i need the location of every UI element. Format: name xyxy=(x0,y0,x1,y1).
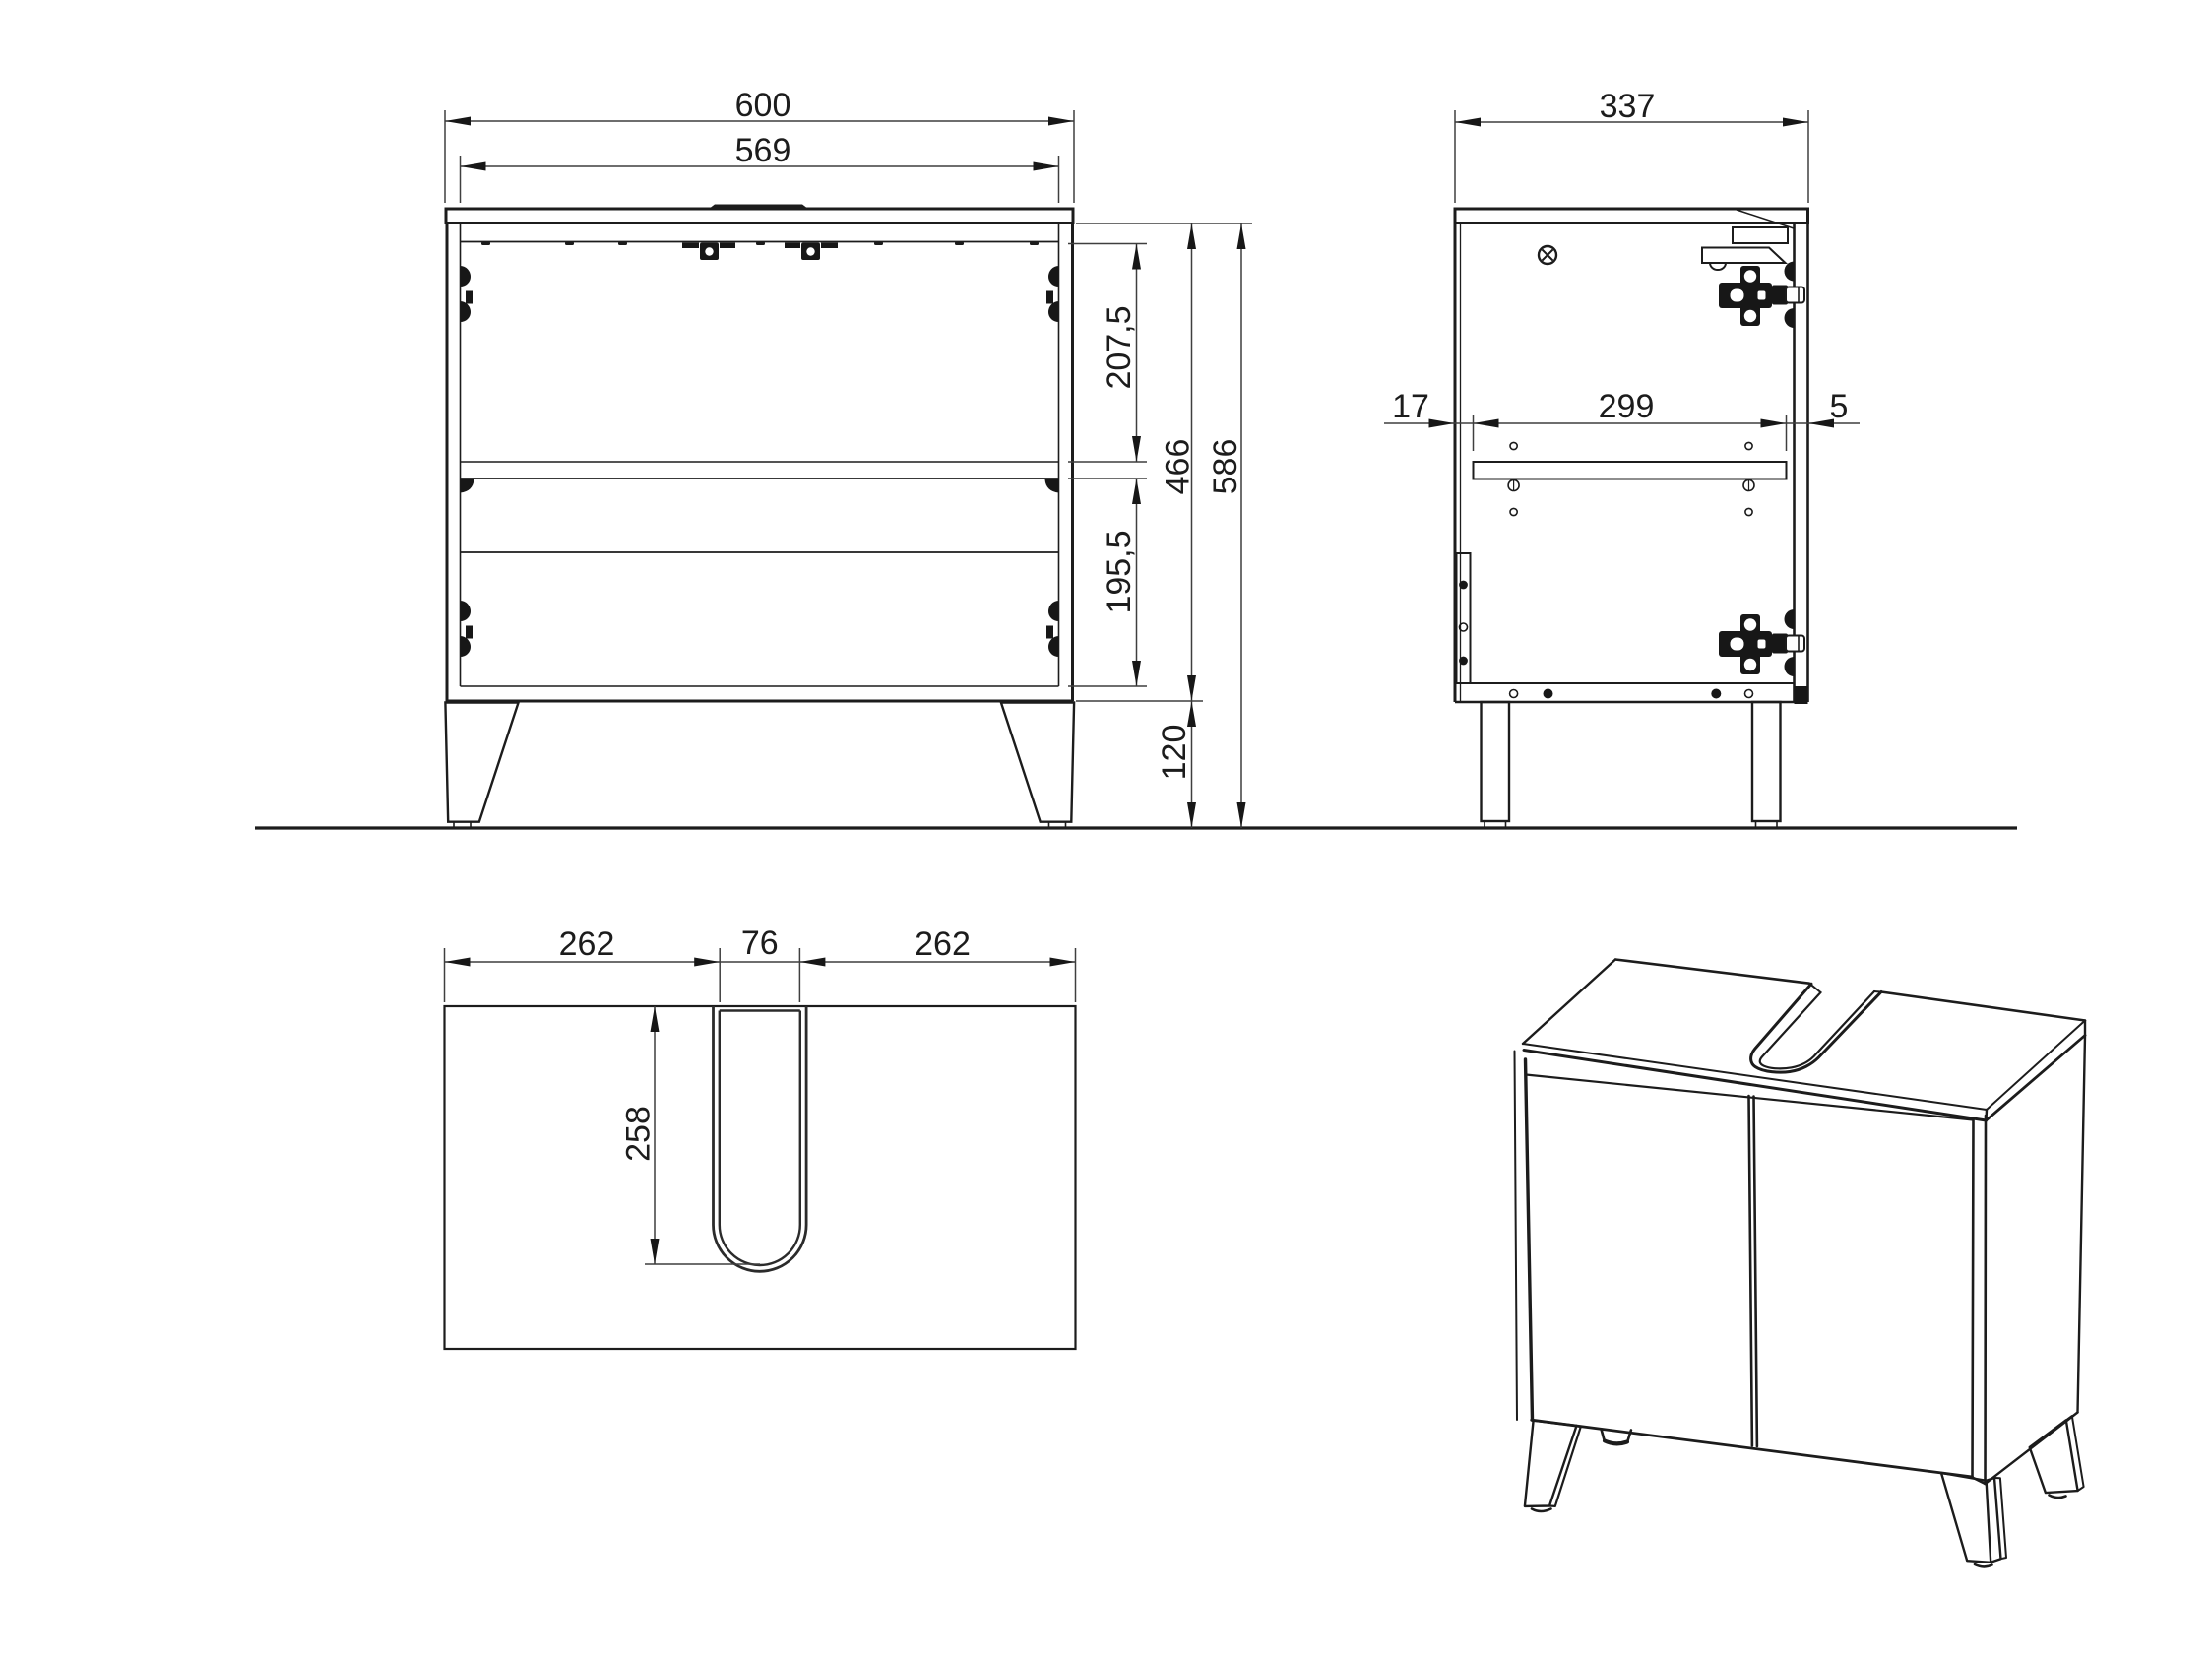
svg-text:600: 600 xyxy=(735,87,791,124)
svg-text:76: 76 xyxy=(741,925,779,962)
svg-text:262: 262 xyxy=(915,925,971,963)
svg-text:569: 569 xyxy=(735,132,791,169)
svg-text:337: 337 xyxy=(1600,88,1656,125)
svg-text:586: 586 xyxy=(1207,439,1244,495)
svg-text:17: 17 xyxy=(1392,388,1429,425)
svg-text:299: 299 xyxy=(1599,388,1655,425)
svg-text:466: 466 xyxy=(1160,439,1197,495)
svg-text:120: 120 xyxy=(1156,725,1193,781)
svg-text:207,5: 207,5 xyxy=(1101,305,1138,389)
svg-text:195,5: 195,5 xyxy=(1101,530,1138,613)
svg-text:262: 262 xyxy=(559,925,615,963)
svg-text:5: 5 xyxy=(1830,388,1849,425)
svg-text:258: 258 xyxy=(619,1106,657,1162)
